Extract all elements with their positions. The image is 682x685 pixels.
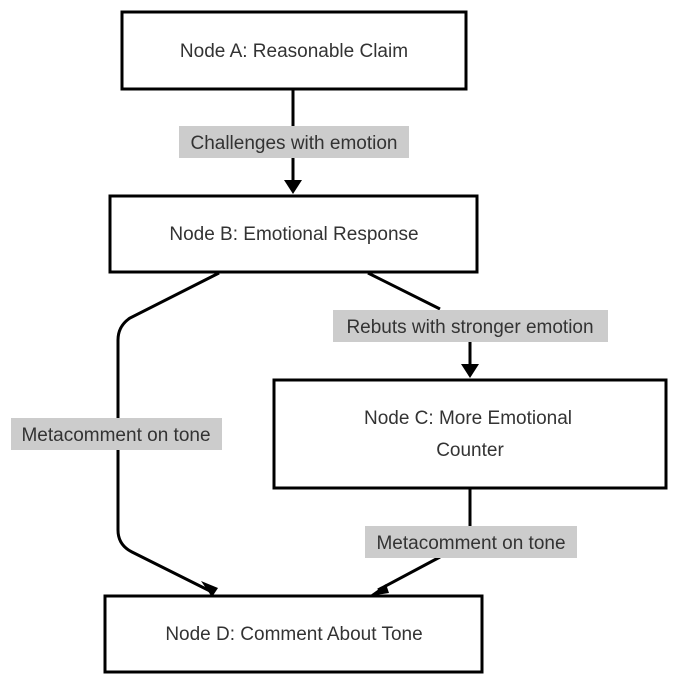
node-b: Node B: Emotional Response	[108, 194, 479, 274]
node-c-label-line2: Counter	[436, 440, 504, 461]
arrowhead-icon	[369, 584, 389, 596]
node-a: Node A: Reasonable Claim	[120, 10, 468, 91]
node-d: Node D: Comment About Tone	[103, 594, 484, 674]
arrowhead-icon	[284, 180, 302, 194]
edge-b-to-c	[367, 271, 479, 378]
edge-label-c-d: Metacomment on tone	[365, 526, 577, 558]
node-b-label: Node B: Emotional Response	[169, 224, 418, 245]
edge-c-to-d	[369, 489, 472, 596]
arrowhead-icon	[461, 364, 479, 378]
node-d-label: Node D: Comment About Tone	[165, 624, 422, 645]
edge-label-b-d: Metacomment on tone	[11, 418, 222, 450]
edge-label-b-c-text: Rebuts with stronger emotion	[346, 317, 593, 338]
edge-label-c-d-text: Metacomment on tone	[376, 533, 565, 554]
edge-label-b-c: Rebuts with stronger emotion	[333, 310, 608, 342]
node-c: Node C: More Emotional Counter	[272, 378, 668, 490]
edge-label-a-b: Challenges with emotion	[179, 126, 409, 158]
arrowhead-icon	[201, 581, 218, 597]
node-c-label-line1: Node C: More Emotional	[364, 408, 572, 429]
node-a-label: Node A: Reasonable Claim	[180, 41, 408, 62]
edge-label-a-b-text: Challenges with emotion	[190, 133, 397, 154]
edge-label-b-d-text: Metacomment on tone	[21, 425, 210, 446]
